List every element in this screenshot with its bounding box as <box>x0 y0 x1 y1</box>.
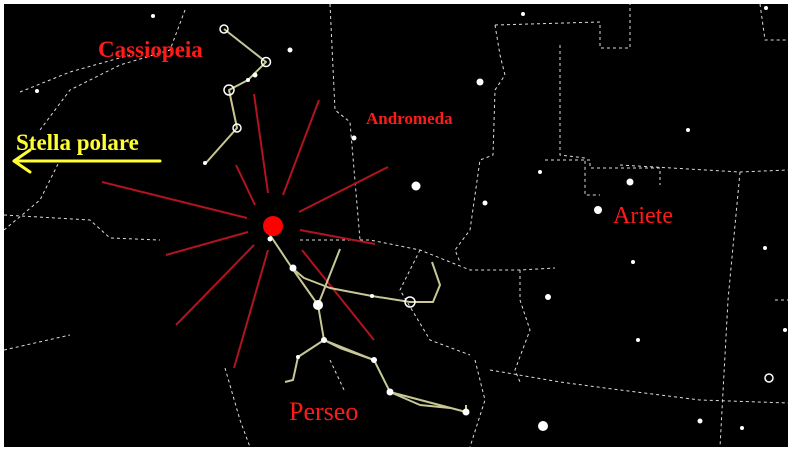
meteor-trail <box>101 181 248 219</box>
star <box>476 78 484 86</box>
filled-circle-icon <box>263 216 283 236</box>
stars <box>35 6 787 431</box>
constellation-boundaries <box>3 3 789 448</box>
variable-star <box>223 84 235 96</box>
star <box>351 135 357 141</box>
star <box>321 337 327 343</box>
meteor-trail <box>175 244 255 326</box>
star <box>763 246 767 250</box>
star <box>538 170 542 174</box>
star <box>783 328 787 332</box>
boundary-line <box>399 249 471 356</box>
perseus-figure-arm <box>291 261 441 303</box>
meteor-trail <box>253 93 269 194</box>
boundary-line <box>3 334 71 351</box>
meteor-trail <box>233 249 269 369</box>
star <box>246 78 250 82</box>
boundary-line <box>719 171 741 448</box>
star <box>386 388 394 396</box>
meteor-trail <box>235 164 256 206</box>
arrow-left-icon <box>12 148 162 174</box>
perseus-figure-tail <box>389 391 451 409</box>
cassiopeia-figure <box>204 28 267 165</box>
meteor-trails <box>101 93 389 369</box>
star <box>686 128 690 132</box>
star <box>521 12 525 16</box>
boundary-line <box>559 45 600 196</box>
star <box>252 72 258 78</box>
boundary-line <box>489 369 789 404</box>
star <box>538 421 548 431</box>
arrow-head <box>12 148 32 174</box>
meteor-trail <box>299 229 376 245</box>
cassiopeia-label: Cassiopeia <box>98 37 203 62</box>
boundary-line <box>619 164 789 173</box>
star <box>697 418 703 424</box>
variable-star <box>764 373 774 383</box>
ariete-label: Ariete <box>613 203 673 229</box>
star <box>545 294 551 300</box>
star <box>313 300 323 310</box>
star <box>740 426 744 430</box>
star <box>482 200 488 206</box>
star <box>636 338 640 342</box>
star <box>626 178 634 186</box>
star <box>594 206 602 214</box>
boundary-line <box>759 3 788 41</box>
star <box>35 89 39 93</box>
perseus-figure-main <box>269 234 467 413</box>
boundary-line <box>469 359 486 448</box>
star <box>631 260 635 264</box>
star <box>296 355 300 359</box>
boundary-line <box>224 367 251 448</box>
boundary-line <box>454 24 506 263</box>
perseus-figure-leg <box>323 339 375 361</box>
star <box>764 6 768 10</box>
boundary-line <box>494 4 631 49</box>
perseo-label: Perseo <box>289 397 359 426</box>
star <box>371 357 377 363</box>
meteor-trail <box>165 231 249 256</box>
boundary-line <box>514 270 531 383</box>
star <box>411 181 421 191</box>
star <box>462 408 470 416</box>
boundary-line <box>545 159 661 185</box>
stella-polare-label: Stella polare <box>16 130 139 155</box>
star <box>370 294 374 298</box>
constellation-figures <box>204 28 467 413</box>
variable-star <box>404 296 416 308</box>
variable-stars <box>219 24 774 383</box>
star <box>287 47 293 53</box>
meteor-trail <box>298 166 389 213</box>
star <box>289 264 297 272</box>
perseus-figure-leg <box>284 339 325 383</box>
meteor-trail <box>301 249 375 341</box>
perseus-figure-arm <box>317 248 341 306</box>
andromeda-label: Andromeda <box>366 109 453 128</box>
variable-star <box>260 56 272 68</box>
star <box>267 236 273 242</box>
boundary-line <box>329 3 361 241</box>
star <box>203 161 207 165</box>
variable-star <box>219 24 229 34</box>
variable-star <box>232 123 242 133</box>
star <box>151 14 155 18</box>
sky-background <box>4 4 788 447</box>
boundary-line <box>3 214 161 241</box>
meteor-trail <box>282 99 320 196</box>
